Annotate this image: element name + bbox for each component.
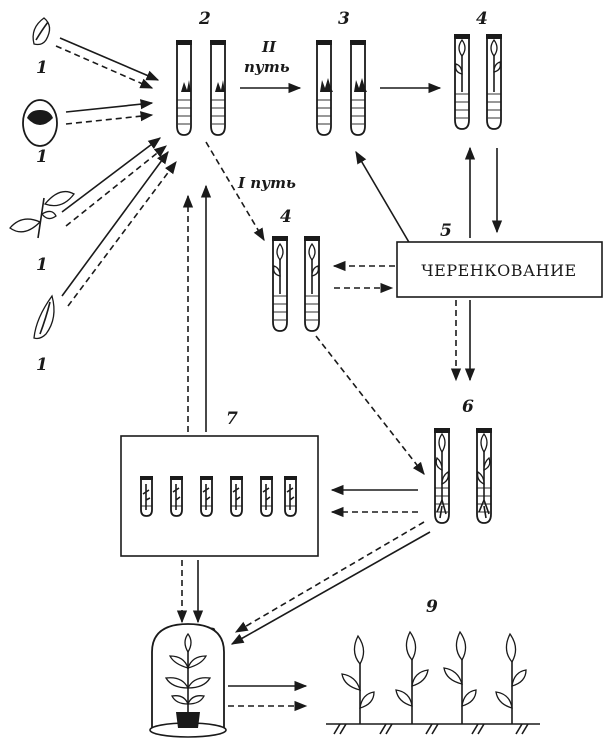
stage-2-tubes <box>175 39 227 136</box>
arrow-5-to-3 <box>355 150 411 245</box>
label-stage-9: 9 <box>426 597 438 617</box>
label-stage-3: 3 <box>338 9 350 29</box>
label-explant-1b: 1 <box>36 147 48 167</box>
label-explant-1c: 1 <box>36 255 48 275</box>
label-stage-2: 2 <box>198 9 211 29</box>
label-explant-1a: 1 <box>36 58 48 78</box>
label-path-2-roman: II <box>261 38 277 56</box>
label-path-1: I путь <box>237 174 296 192</box>
stage-4-mid-tubes <box>271 235 321 332</box>
stage-7-small-tubes <box>139 475 298 517</box>
label-stage-5: 5 <box>440 221 452 241</box>
greenhouse-jar <box>149 623 227 738</box>
explant-shoot-tip <box>33 294 55 340</box>
label-stage-4-mid: 4 <box>280 207 292 227</box>
label-stage-7: 7 <box>226 409 238 429</box>
arrow-6-to-8-solid <box>230 531 431 645</box>
arrows-explants-to-2 <box>55 37 177 307</box>
box-cuttings <box>396 241 603 298</box>
arrow-2-to-4mid <box>205 141 265 242</box>
box-cuttings-text: ЧЕРЕНКОВАНИЕ <box>421 261 576 280</box>
explant-leaf <box>32 17 51 46</box>
explant-seed <box>22 99 58 147</box>
stage-3-tubes <box>315 39 367 136</box>
field-plants <box>326 630 540 735</box>
label-stage-4-top: 4 <box>476 9 488 29</box>
label-path-2-word: путь <box>244 58 290 76</box>
arrow-4mid-to-6 <box>315 335 425 476</box>
label-stage-6: 6 <box>462 397 474 417</box>
explant-stem-node <box>9 190 75 239</box>
stage-6-tubes <box>433 427 493 524</box>
label-explant-1d: 1 <box>36 355 48 375</box>
stage-4-top-tubes <box>453 33 503 130</box>
arrow-6-to-8-dashed <box>234 521 425 633</box>
